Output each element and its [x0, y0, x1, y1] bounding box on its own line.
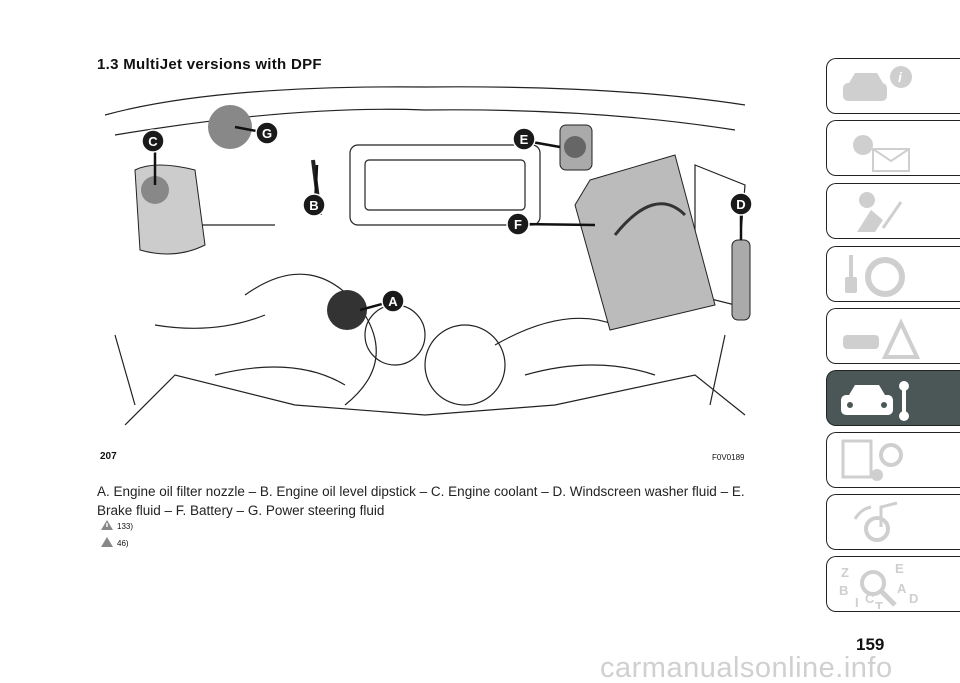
car-info-icon: i [843, 66, 912, 101]
caution-icon [101, 537, 113, 547]
tab-warning-lights[interactable] [826, 120, 960, 176]
label-a: A [388, 294, 398, 309]
svg-text:B: B [839, 583, 848, 598]
figure-caption: A. Engine oil filter nozzle – B. Engine … [97, 484, 745, 518]
svg-text:T: T [875, 599, 883, 609]
tab-getting-to-know-car[interactable]: i [826, 58, 960, 114]
label-d: D [736, 197, 745, 212]
watermark: carmanualsonline.info [600, 652, 893, 683]
reference-caution[interactable]: 46) [100, 536, 129, 548]
tab-technical-data[interactable] [826, 432, 960, 488]
label-g: G [262, 126, 272, 141]
tab-safety[interactable] [826, 183, 960, 239]
tab-servicing-care[interactable] [826, 370, 960, 426]
multimedia-icon [853, 501, 898, 542]
label-c: C [148, 134, 158, 149]
svg-text:i: i [898, 69, 903, 85]
page-number: 159 [856, 635, 885, 654]
engine-bay-illustration: C G E B D F A [104, 86, 753, 426]
svg-text:Z: Z [841, 565, 849, 580]
svg-text:D: D [909, 591, 918, 606]
figure-number: 207 [100, 451, 117, 462]
label-b: B [309, 198, 318, 213]
svg-text:E: E [895, 561, 904, 576]
figure-code: F0V0189 [712, 453, 745, 462]
label-e: E [520, 132, 529, 147]
reference-warning[interactable]: 133) [100, 519, 133, 531]
label-f: F [514, 217, 522, 232]
svg-text:A: A [897, 581, 907, 596]
svg-text:I: I [855, 595, 859, 609]
key-steering-wheel-icon [845, 255, 905, 297]
car-maintenance-icon [841, 381, 909, 421]
warning-light-message-icon [853, 135, 910, 172]
technical-data-icon [841, 439, 903, 481]
reference-text: 46) [117, 539, 129, 548]
seat-airbag-icon [857, 192, 903, 232]
emergency-triangle-icon [843, 318, 921, 359]
tab-emergency[interactable] [826, 308, 960, 364]
reference-text: 133) [117, 522, 134, 531]
warning-icon [101, 520, 113, 530]
tab-starting-driving[interactable] [826, 246, 960, 302]
section-heading: 1.3 MultiJet versions with DPF [97, 56, 322, 73]
svg-text:C: C [865, 591, 875, 606]
tab-multimedia[interactable] [826, 494, 960, 550]
